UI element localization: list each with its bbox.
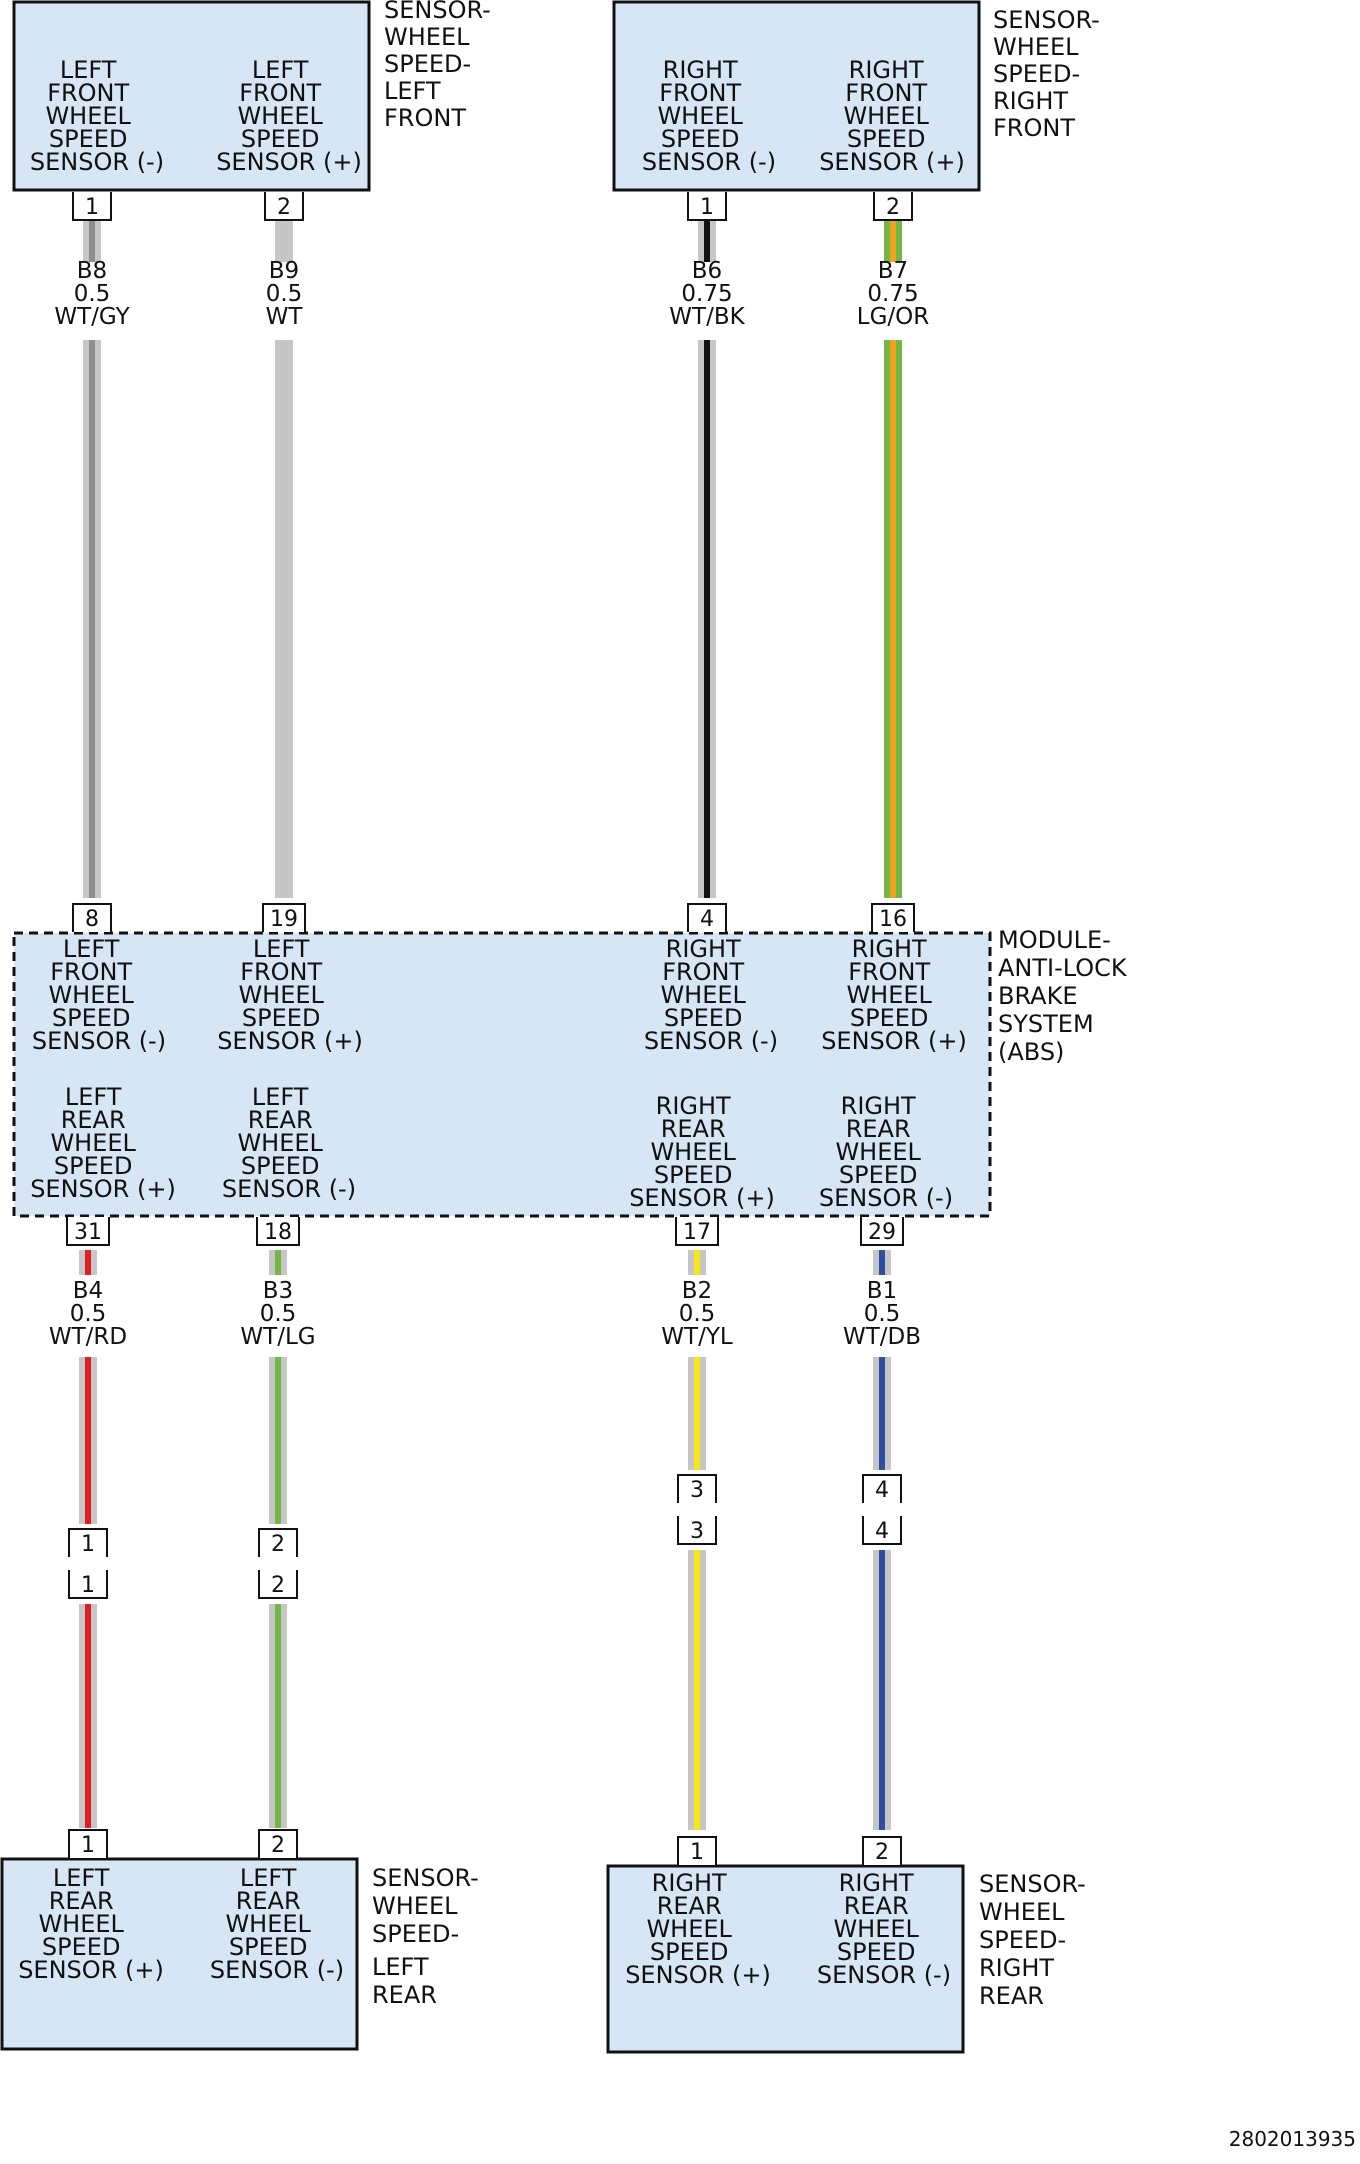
pin-tab: 16	[871, 903, 915, 932]
abs-bottom-pin18-label: LEFT REAR WHEEL SPEED SENSOR (-)	[222, 1083, 356, 1203]
rf-sensor-pin1-label: RIGHT FRONT WHEEL SPEED SENSOR (-)	[642, 56, 776, 176]
pin-number: 1	[690, 1840, 704, 1865]
pin-tab: 4	[862, 1474, 902, 1503]
pin-tab: 1	[687, 192, 727, 221]
pin-number: 17	[683, 1220, 711, 1245]
pin-tab: 1	[677, 1836, 717, 1865]
pin-number: 4	[875, 1478, 889, 1503]
lf-sensor-pin1-label: LEFT FRONT WHEEL SPEED SENSOR (-)	[30, 56, 164, 176]
pin-number: 3	[690, 1478, 704, 1503]
abs-top-pin16-label: RIGHT FRONT WHEEL SPEED SENSOR (+)	[821, 935, 967, 1055]
rr-sensor-pin2-label: RIGHT REAR WHEEL SPEED SENSOR (-)	[817, 1869, 951, 1989]
pin-number: 19	[270, 907, 298, 932]
pin-number: 1	[85, 195, 99, 220]
pin-tab: 2	[873, 192, 913, 221]
lf-sensor-name: SENSOR- WHEEL SPEED- LEFT FRONT	[384, 0, 498, 132]
pin-number: 1	[81, 1532, 95, 1557]
lf-sensor-pin2-label: LEFT FRONT WHEEL SPEED SENSOR (+)	[216, 56, 362, 176]
pin-tab: 3	[677, 1474, 717, 1503]
abs-module-box	[12, 931, 992, 1218]
pin-number: 4	[700, 907, 714, 932]
pin-number: 16	[879, 907, 907, 932]
pin-number: 1	[700, 195, 714, 220]
pin-number: 29	[868, 1220, 896, 1245]
abs-bottom-pin17-label: RIGHT REAR WHEEL SPEED SENSOR (+)	[629, 1092, 775, 1212]
pin-number: 3	[690, 1519, 704, 1544]
pin-tab: 29	[860, 1217, 904, 1246]
abs-top-pin8-label: LEFT FRONT WHEEL SPEED SENSOR (-)	[32, 935, 166, 1055]
pin-number: 2	[271, 1573, 285, 1598]
pin-number: 2	[271, 1833, 285, 1858]
pin-number: 2	[271, 1532, 285, 1557]
diagram-code: 2802013935	[1229, 2127, 1356, 2151]
pin-tab: 8	[72, 903, 112, 932]
pin-tab: 1	[72, 192, 112, 221]
pin-tab: 2	[258, 1528, 298, 1557]
lr-sensor-pin1-label: LEFT REAR WHEEL SPEED SENSOR (+)	[18, 1864, 164, 1984]
rf-sensor-name: SENSOR- WHEEL SPEED- RIGHT FRONT	[993, 6, 1107, 142]
pin-number: 1	[81, 1833, 95, 1858]
pin-tab: 19	[262, 903, 306, 932]
pin-tab: 18	[256, 1217, 300, 1246]
pin-tab: 2	[258, 1570, 298, 1599]
pin-tab: 4	[687, 903, 727, 932]
pin-tab: 31	[66, 1217, 110, 1246]
pin-number: 4	[875, 1519, 889, 1544]
lr-sensor-pin2-label: LEFT REAR WHEEL SPEED SENSOR (-)	[210, 1864, 344, 1984]
pin-number: 1	[81, 1573, 95, 1598]
abs-top-pin19-label: LEFT FRONT WHEEL SPEED SENSOR (+)	[217, 935, 363, 1055]
rf-sensor-pin2-label: RIGHT FRONT WHEEL SPEED SENSOR (+)	[819, 56, 965, 176]
pin-number: 2	[875, 1840, 889, 1865]
pin-tab: 17	[675, 1217, 719, 1246]
abs-top-pin4-label: RIGHT FRONT WHEEL SPEED SENSOR (-)	[644, 935, 778, 1055]
rr-sensor-box	[606, 1864, 965, 2054]
pin-number: 2	[886, 195, 900, 220]
wires-layer	[79, 192, 902, 1830]
rr-sensor-pin1-label: RIGHT REAR WHEEL SPEED SENSOR (+)	[625, 1869, 771, 1989]
abs-module-name: MODULE- ANTI-LOCK BRAKE SYSTEM (ABS)	[998, 926, 1134, 1066]
abs-bottom-pin29-label: RIGHT REAR WHEEL SPEED SENSOR (-)	[819, 1092, 953, 1212]
abs-bottom-pin31-label: LEFT REAR WHEEL SPEED SENSOR (+)	[30, 1083, 176, 1203]
rf-sensor-box	[612, 0, 981, 192]
pin-tab: 1	[68, 1570, 108, 1599]
pin-number: 18	[264, 1220, 292, 1245]
pin-tab: 2	[258, 1829, 298, 1858]
pin-number: 31	[74, 1220, 102, 1245]
pin-tab: 1	[68, 1829, 108, 1858]
pin-number: 8	[85, 907, 99, 932]
pin-tab: 4	[862, 1516, 902, 1545]
rr-sensor-name: SENSOR- WHEEL SPEED- RIGHT REAR	[979, 1870, 1093, 2010]
lr-sensor-box	[0, 1857, 359, 2051]
pin-tab: 3	[677, 1516, 717, 1545]
pin-number: 2	[277, 195, 291, 220]
pin-tab: 2	[862, 1836, 902, 1865]
lr-sensor-name: SENSOR- WHEEL SPEED- LEFT REAR	[372, 1864, 486, 2009]
lf-sensor-box	[12, 0, 371, 192]
pin-tab: 2	[264, 192, 304, 221]
pin-tab: 1	[68, 1528, 108, 1557]
